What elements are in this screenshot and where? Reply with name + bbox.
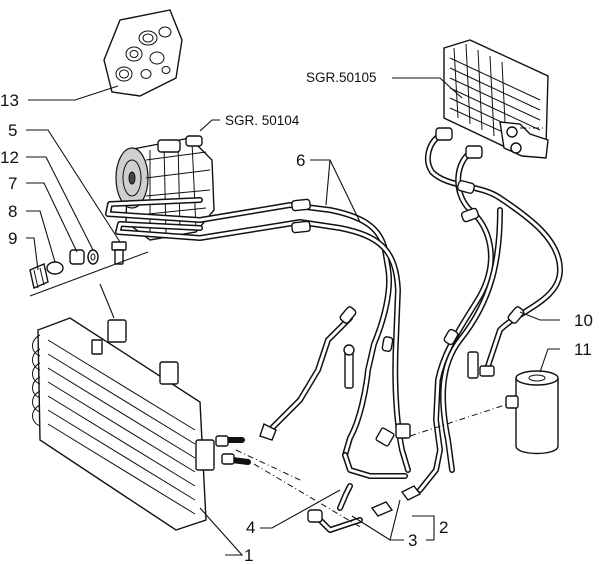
gasket-kit-sheet — [103, 9, 183, 97]
callout-9: 9 — [8, 229, 17, 248]
receiver-drier — [505, 370, 559, 455]
centerlines — [29, 127, 544, 529]
callout-7: 7 — [8, 174, 17, 193]
evaporator — [443, 39, 549, 159]
callout-8: 8 — [8, 202, 17, 221]
callout-6: 6 — [296, 151, 305, 170]
callout-11: 11 — [574, 340, 592, 359]
callout-labels: 13 5 12 7 8 9 6 10 11 4 2 3 1 SGR. 50104… — [0, 70, 593, 564]
callout-3: 3 — [408, 531, 417, 550]
callout-10: 10 — [574, 311, 593, 330]
pipe-assembly-10 — [417, 127, 563, 493]
leader-lines — [26, 77, 560, 556]
callout-1: 1 — [244, 546, 253, 564]
callout-2: 2 — [439, 518, 448, 537]
condenser — [32, 317, 215, 531]
pipe-assembly-6 — [105, 197, 411, 479]
callout-4: 4 — [246, 518, 255, 537]
callout-13: 13 — [0, 91, 19, 110]
fastener-parts — [29, 241, 127, 289]
reference-evaporator: SGR.50105 — [306, 70, 377, 85]
hoses-bottom — [215, 423, 422, 533]
callout-5: 5 — [8, 121, 17, 140]
reference-compressor: SGR. 50104 — [225, 113, 300, 128]
callout-12: 12 — [0, 148, 19, 167]
